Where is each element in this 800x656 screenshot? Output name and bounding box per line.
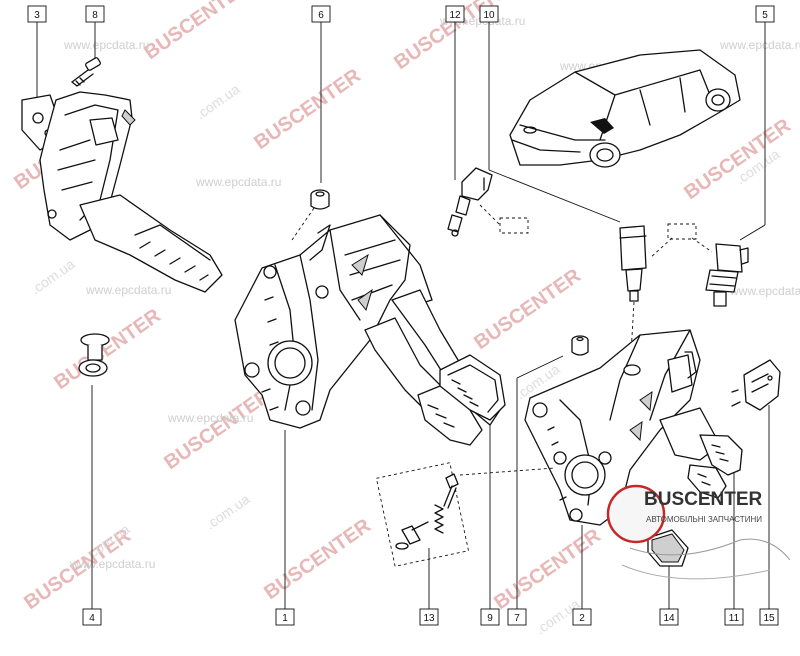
callout-label-6: 6 [318,10,324,21]
callout-label-14: 14 [663,613,675,624]
part-15-connector [731,359,781,411]
callout-label-3: 3 [34,10,40,21]
watermark-epc-6: www.epcdata.ru [167,411,253,425]
callout-label-10: 10 [483,10,495,21]
part-5-stop-switch [705,243,749,307]
callout-label-15: 15 [763,613,775,624]
leader-7b [516,355,564,379]
logo-swoosh [621,564,771,580]
car-highlight-area [590,118,614,134]
dashed-ref-box-12 [499,217,529,234]
callout-label-1: 1 [282,613,288,624]
leader-10b [488,169,621,223]
logo-ring [606,484,666,544]
part-8-bolt [71,57,101,87]
callout-label-4: 4 [89,613,95,624]
callout-label-12: 12 [449,10,461,21]
logo-van-outline [629,538,791,561]
watermark-brand-7: BUSCENTER [470,264,585,354]
part-11-pedal-pads [687,434,743,499]
watermark-brand-6: BUSCENTER [160,384,275,474]
callout-label-5: 5 [762,10,768,21]
watermark-domain-1: .com.ua [193,81,243,123]
part-1-pedal-assembly [234,214,506,446]
leader-5b [739,224,766,241]
watermark-epc-9: www.epcdata.ru [729,284,800,298]
callout-label-7: 7 [514,613,520,624]
part-3-accelerator-pedal [21,91,223,293]
dashed-link-13-2 [459,467,556,476]
watermark-brand-11: BUSCENTER [260,514,375,604]
car-inset [509,49,741,168]
dashed-ref-box-10-5 [667,223,697,240]
part-13-spring-rod [375,462,556,567]
watermark-epc-7: www.epcdata.ru [69,557,155,571]
callout-label-11: 11 [729,613,740,624]
logo-name: BUSCENTER [644,489,763,510]
callout-label-13: 13 [423,613,435,624]
callout-label-9: 9 [487,613,493,624]
watermark-domain-3: .com.ua [203,491,253,533]
watermark-epc-1: www.epcdata.ru [63,38,149,52]
dashed-frame-13 [375,462,470,567]
watermark-domain-2: .com.ua [28,256,78,298]
watermark-brand-5: BUSCENTER [50,304,165,394]
callout-label-8: 8 [92,10,98,21]
callout-label-2: 2 [579,613,585,624]
part-14-roller [647,529,689,567]
part-7-bushing [571,335,589,356]
part-6-bushing [291,189,330,241]
part-12-brake-switch [447,167,529,237]
watermark-brand-9: BUSCENTER [490,524,605,614]
watermark-epc-4: www.epcdata.ru [195,175,281,189]
part-2-pedal-bracket [524,329,721,526]
watermark-brand-2: BUSCENTER [140,0,255,64]
watermark-epc-3: www.epcdata.ru [719,38,800,52]
logo-tagline: АВТОМОБІЛЬНІ ЗАПЧАСТИНИ [646,515,762,524]
callout-boxes: 3 8 6 12 10 5 4 1 13 [27,5,779,626]
brand-logo: BUSCENTER АВТОМОБІЛЬНІ ЗАПЧАСТИНИ [606,484,791,580]
watermark-epc-5: www.epcdata.ru [85,283,171,297]
watermark-brand-4: BUSCENTER [250,64,365,154]
part-4-bump-stop [78,333,110,377]
